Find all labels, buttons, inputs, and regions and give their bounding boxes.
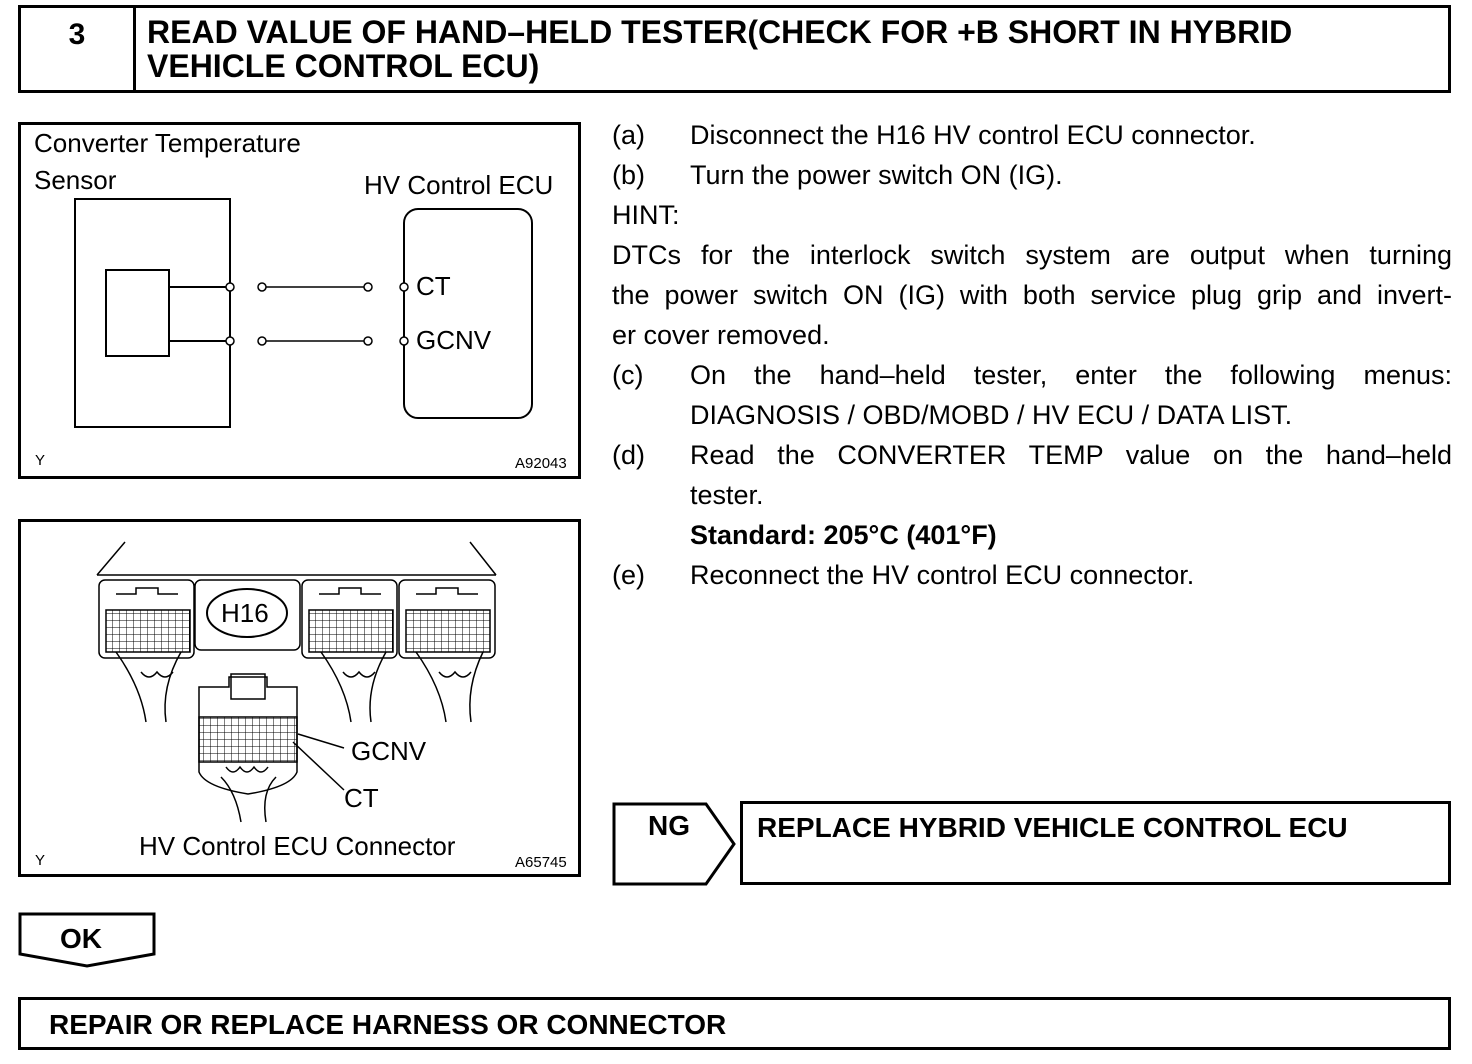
step-a-text: Disconnect the H16 HV control ECU connec… <box>690 120 1256 150</box>
gcnv-callout: GCNV <box>351 736 427 766</box>
step-c-line2: DIAGNOSIS / OBD/MOBD / HV ECU / DATA LIS… <box>690 400 1293 430</box>
step-e-label: (e) <box>612 560 645 590</box>
corner-mark: Y <box>35 852 46 869</box>
sensor-label-line1: Converter Temperature <box>34 128 301 158</box>
connector-caption: HV Control ECU Connector <box>139 831 456 861</box>
procedure-text: (a) Disconnect the H16 HV control ECU co… <box>612 115 1452 595</box>
standard-value: Standard: 205°C (401°F) <box>690 520 997 550</box>
step-b-label: (b) <box>612 160 645 190</box>
hint-line1: DTCs for the interlock switch system are… <box>612 240 1452 270</box>
step-a-label: (a) <box>612 120 645 150</box>
step-e: (e) Reconnect the HV control ECU connect… <box>612 555 1452 595</box>
figure-code: A65745 <box>515 854 567 871</box>
wiring-diagram-drawing <box>74 198 533 428</box>
step-b: (b) Turn the power switch ON (IG). <box>612 155 1452 195</box>
hint-line3: er cover removed. <box>612 320 830 350</box>
step-e-text: Reconnect the HV control ECU connector. <box>690 560 1195 590</box>
ok-label: OK <box>60 923 102 954</box>
step-d: (d) Read the CONVERTER TEMP value on the… <box>612 435 1452 475</box>
figure-code: A92043 <box>515 455 567 472</box>
step-c-line1: On the hand–held tester, enter the follo… <box>690 360 1452 390</box>
corner-mark: Y <box>35 452 46 469</box>
connector-code-h16: H16 <box>221 598 269 628</box>
step-d-line1: Read the CONVERTER TEMP value on the han… <box>690 440 1452 470</box>
pin-gcnv-label: GCNV <box>416 325 492 355</box>
step-d-label: (d) <box>612 440 645 470</box>
wiring-diagram: Converter Temperature Sensor HV Control … <box>18 122 581 479</box>
step-b-text: Turn the power switch ON (IG). <box>690 160 1063 190</box>
h16-ellipse <box>206 588 288 638</box>
ecu-outline <box>403 208 533 419</box>
sensor-element <box>105 269 170 357</box>
pin-ct-label: CT <box>416 271 451 301</box>
step-header: 3 READ VALUE OF HAND–HELD TESTER(CHECK F… <box>18 5 1451 93</box>
hint-label: HINT: <box>612 200 680 230</box>
step-title-line2: VEHICLE CONTROL ECU) <box>147 48 540 84</box>
ng-arrow-tag <box>612 802 736 886</box>
step-c-label: (c) <box>612 360 644 390</box>
step-title-line1: READ VALUE OF HAND–HELD TESTER(CHECK FOR… <box>147 14 1293 50</box>
step-a: (a) Disconnect the H16 HV control ECU co… <box>612 115 1452 155</box>
step-c: (c) On the hand–held tester, enter the f… <box>612 355 1452 395</box>
ng-action-box: REPLACE HYBRID VEHICLE CONTROL ECU <box>740 801 1451 885</box>
connector-drawing <box>96 541 497 823</box>
ok-action-box: REPAIR OR REPLACE HARNESS OR CONNECTOR <box>18 997 1451 1050</box>
step-number: 3 <box>21 8 136 90</box>
step-title: READ VALUE OF HAND–HELD TESTER(CHECK FOR… <box>147 15 1438 83</box>
sensor-outline <box>74 198 231 428</box>
ng-action-text: REPLACE HYBRID VEHICLE CONTROL ECU <box>757 812 1348 843</box>
connector-diagram: H16 GCNV CT HV Control ECU Connector Y A… <box>18 519 581 877</box>
hint-line2: the power switch ON (IG) with both servi… <box>612 280 1452 310</box>
ecu-label: HV Control ECU <box>364 170 554 200</box>
ct-callout: CT <box>344 783 379 813</box>
ok-arrow-tag <box>18 912 156 968</box>
ng-label: NG <box>648 810 690 841</box>
sensor-label-line2: Sensor <box>34 165 117 195</box>
ok-action-text: REPAIR OR REPLACE HARNESS OR CONNECTOR <box>49 1009 727 1040</box>
step-d-line2: tester. <box>690 480 764 510</box>
